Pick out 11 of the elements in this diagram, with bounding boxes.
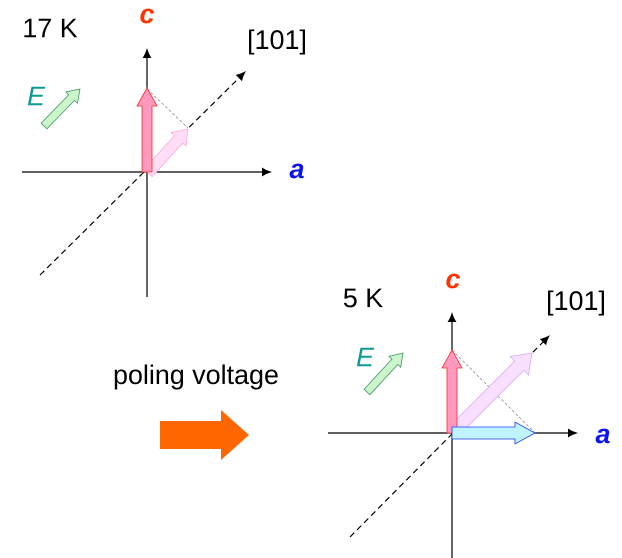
temperature-label: 17 K — [24, 18, 78, 38]
axis-label: c — [446, 274, 460, 288]
axis-label: [101] — [548, 290, 604, 316]
field-label: E — [28, 86, 46, 106]
temperature-label: 5 K — [344, 288, 383, 308]
field-label: E — [356, 348, 374, 366]
axis-label: [101] — [249, 29, 305, 55]
voltage-label: poling voltage — [114, 364, 278, 390]
axis-label: a — [290, 164, 304, 178]
axis-label: c — [140, 8, 154, 24]
axis-label: a — [596, 428, 610, 444]
